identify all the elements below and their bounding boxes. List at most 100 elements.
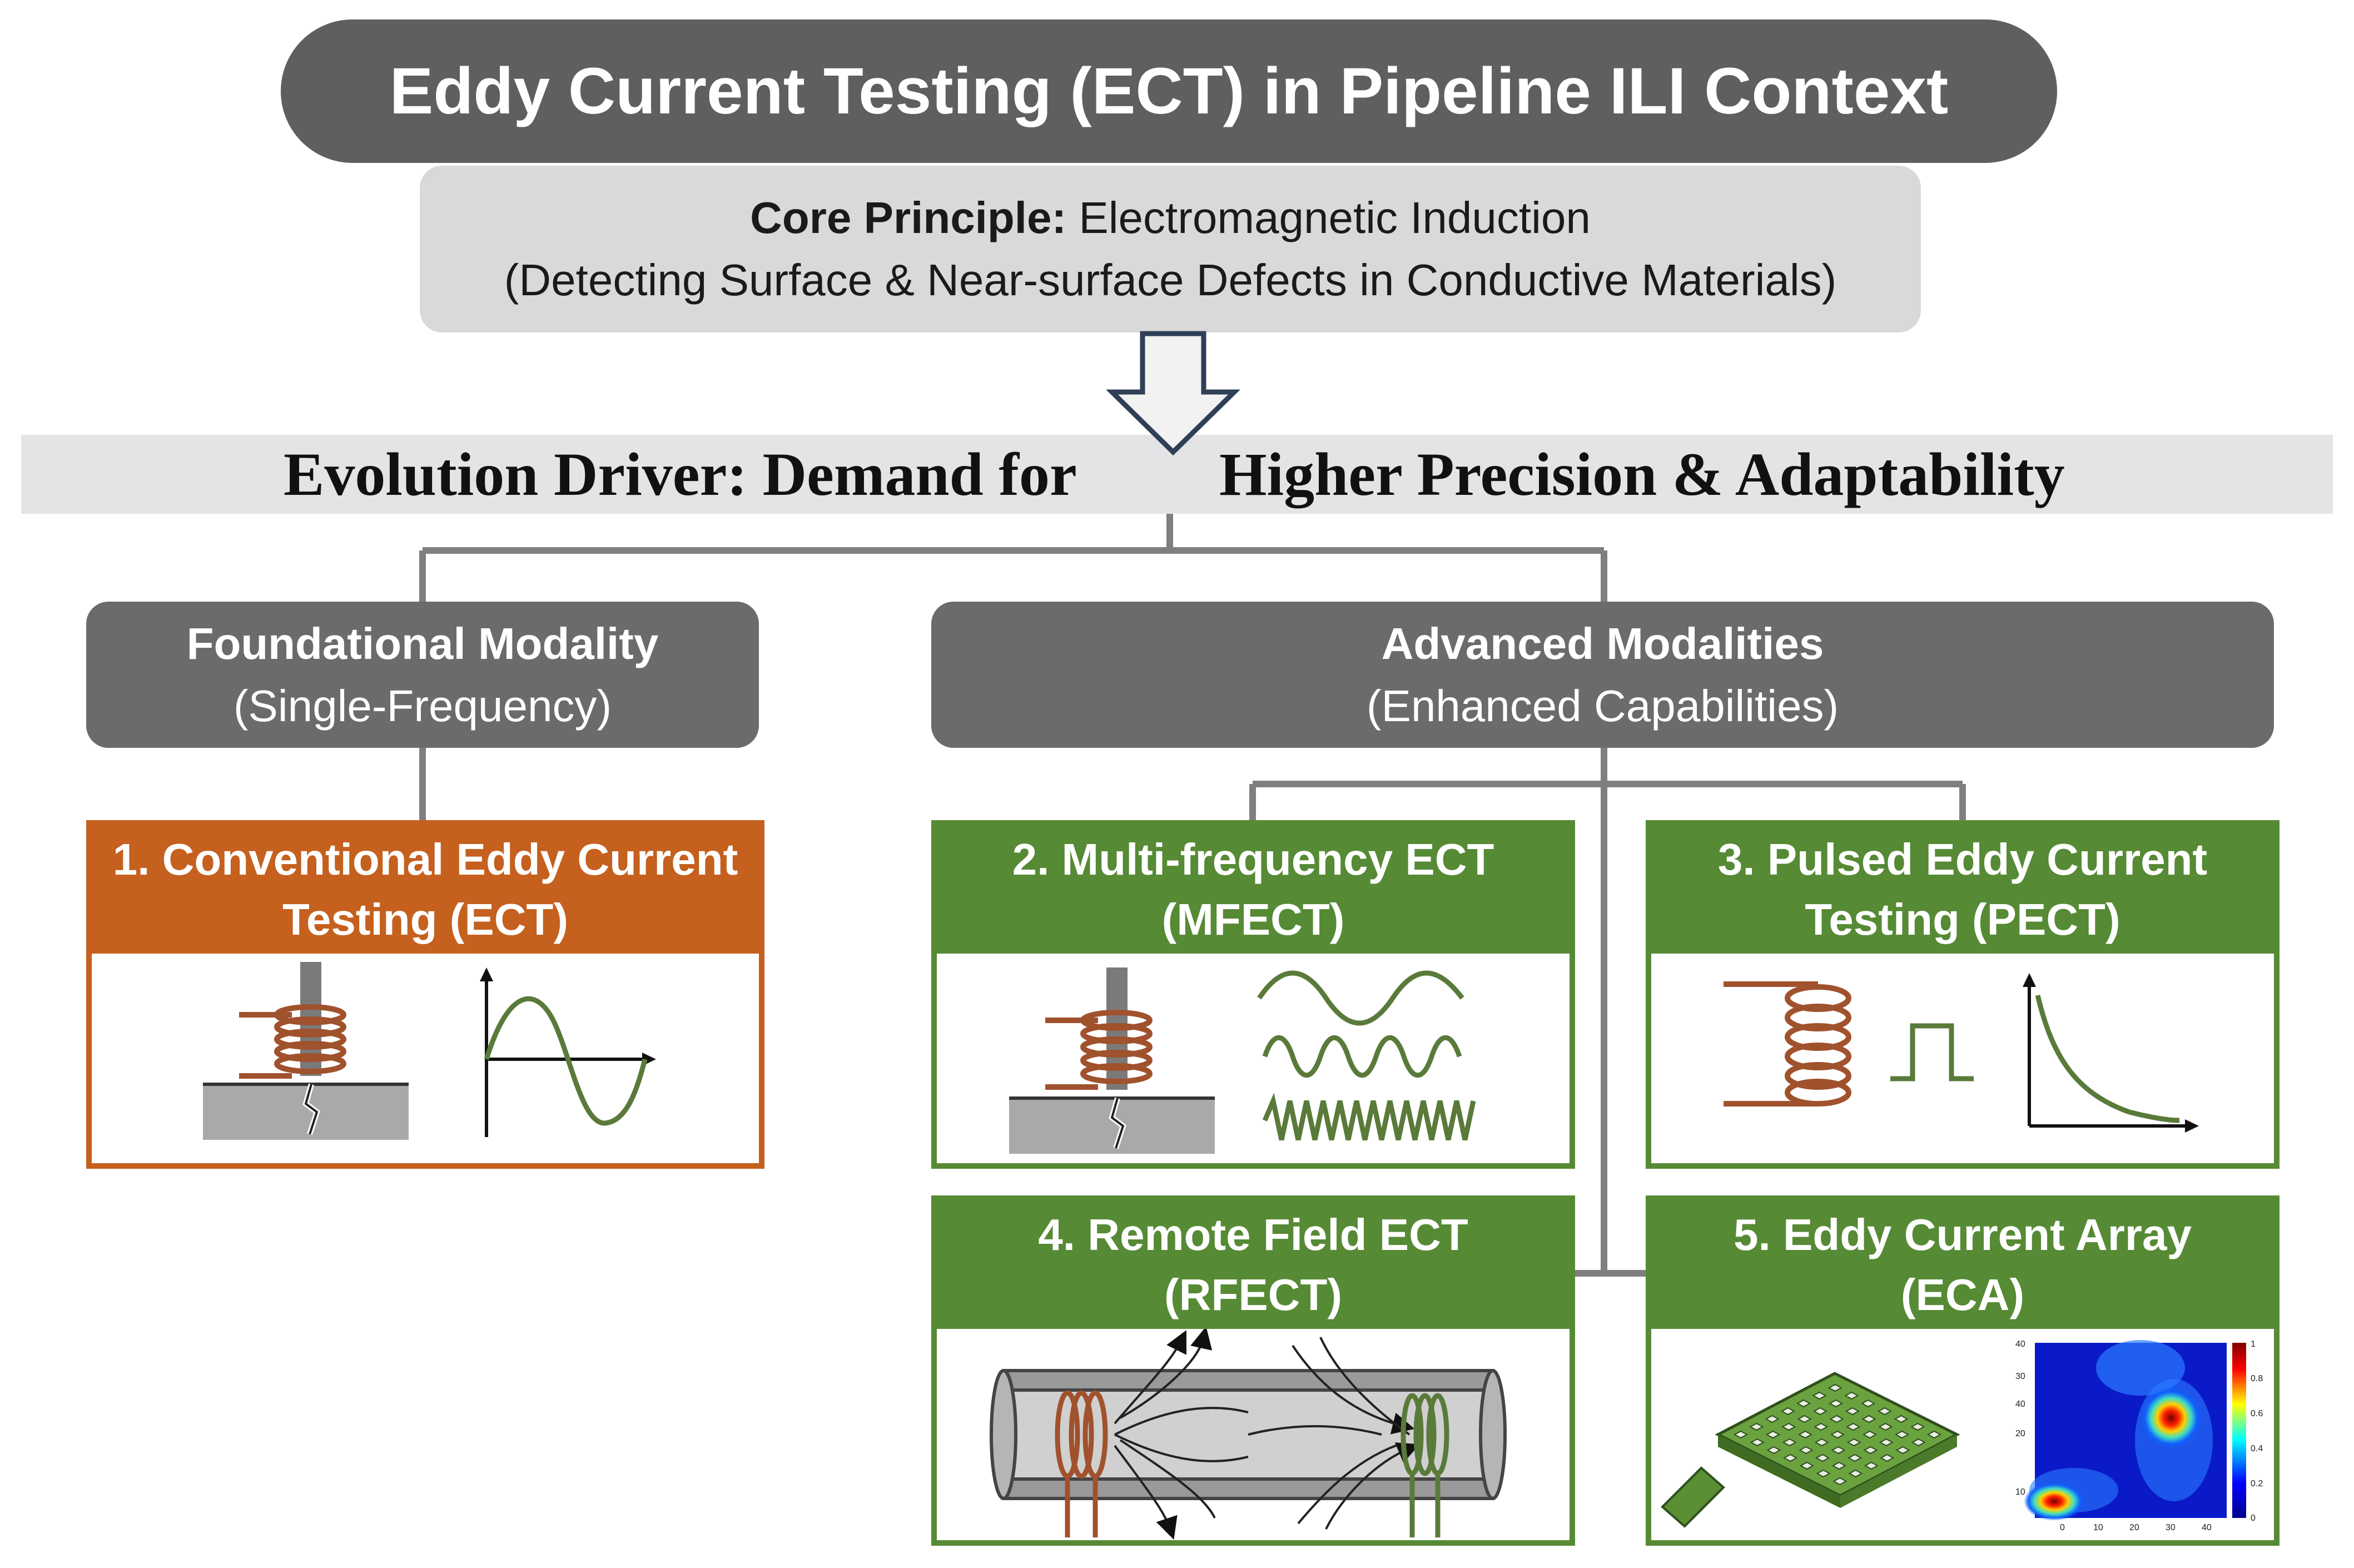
method-title-line1: 5. Eddy Current Array — [1734, 1210, 2192, 1259]
x-tick: 10 — [2093, 1523, 2103, 1532]
field-lines-icon — [1114, 1329, 1420, 1540]
array-sensor-element — [1796, 1399, 1811, 1408]
array-sensor-element — [1782, 1438, 1797, 1447]
array-sensor-element — [1816, 1469, 1831, 1478]
array-sensor-element — [1845, 1407, 1860, 1416]
array-sensor-element — [1799, 1461, 1814, 1470]
x-tick: 40 — [2202, 1523, 2212, 1532]
colorbar-tick: 0.4 — [2251, 1444, 2263, 1453]
array-sensor-element — [1864, 1461, 1879, 1470]
array-sensor-element — [1844, 1391, 1859, 1400]
heatmap-hotspot — [2024, 1482, 2085, 1521]
array-sensor-element — [1831, 1446, 1846, 1455]
array-sensor-element — [1880, 1453, 1895, 1462]
method-title-line1: 1. Conventional Eddy Current — [112, 835, 738, 884]
array-sensor-element — [1895, 1446, 1910, 1455]
array-sensor-element — [1848, 1469, 1863, 1478]
colorbar — [2232, 1343, 2246, 1518]
category-subtitle: (Single-Frequency) — [233, 681, 612, 731]
array-sensor-element — [1781, 1422, 1796, 1431]
method-card-eca: 5. Eddy Current Array (ECA) — [1646, 1195, 2279, 1546]
core-principle-value: Electromagnetic Induction — [1079, 193, 1591, 242]
array-sensor-element — [1749, 1422, 1764, 1431]
method-header: 3. Pulsed Eddy Current Testing (PECT) — [1651, 826, 2274, 954]
array-sensor-element — [1848, 1453, 1863, 1462]
category-title: Advanced Modalities — [1381, 618, 1824, 668]
core-principle-box: Core Principle: Electromagnetic Inductio… — [420, 166, 1921, 333]
array-sensor-element — [1894, 1415, 1909, 1423]
probe-and-sine-illustration — [203, 962, 656, 1140]
multi-sine-waves-icon — [1257, 970, 1476, 1140]
foundational-modality-box: Foundational Modality (Single-Frequency) — [86, 602, 759, 748]
array-sensor-element — [1831, 1461, 1846, 1470]
array-sensor-element — [1846, 1422, 1861, 1431]
array-sensor-element — [1812, 1407, 1827, 1416]
array-sensor-element — [1926, 1430, 1942, 1439]
method-header: 1. Conventional Eddy Current Testing (EC… — [92, 826, 759, 954]
array-sensor-element — [1829, 1399, 1844, 1408]
pulsed-illustration — [1724, 973, 2199, 1133]
method-card-pect: 3. Pulsed Eddy Current Testing (PECT) — [1646, 820, 2279, 1169]
array-sensor-element — [1815, 1453, 1830, 1462]
test-plate — [203, 1084, 409, 1140]
array-sensor-element — [1861, 1399, 1876, 1408]
method-header: 4. Remote Field ECT (RFECT) — [937, 1201, 1570, 1329]
core-principle-detail: (Detecting Surface & Near-surface Defect… — [504, 255, 1837, 305]
method-card-conventional-ect: 1. Conventional Eddy Current Testing (EC… — [86, 820, 764, 1169]
array-sensor-element — [1879, 1438, 1894, 1447]
array-sensor-element — [1846, 1438, 1861, 1447]
array-sensor-element — [1814, 1438, 1829, 1447]
array-sensor-element — [1877, 1407, 1892, 1416]
test-plate — [1009, 1098, 1215, 1154]
array-sensor-element — [1832, 1477, 1848, 1486]
method-header: 2. Multi-frequency ECT (MFECT) — [937, 826, 1570, 954]
array-sensor-element — [1830, 1430, 1845, 1439]
heatmap-hotspot — [2141, 1387, 2202, 1448]
down-arrow-icon — [1106, 331, 1240, 456]
receiver-coil-icon — [1401, 1393, 1449, 1537]
method-header: 5. Eddy Current Array (ECA) — [1651, 1201, 2274, 1329]
coil-icon — [1045, 1010, 1153, 1090]
y-tick: 30 — [2015, 1372, 2025, 1381]
array-sensor-element — [1797, 1415, 1812, 1423]
multi-frequency-illustration — [1009, 967, 1476, 1154]
array-sensor-element — [1911, 1438, 1926, 1447]
method-title-line2: (RFECT) — [1164, 1270, 1342, 1319]
flex-array-icon — [1661, 1372, 1960, 1528]
sensor-array-illustration: 40 30 40 20 10 0 10 20 30 40 1 0.8 0.6 0… — [1661, 1339, 2263, 1532]
array-sensor-element — [1862, 1430, 1878, 1439]
y-tick: 20 — [2015, 1429, 2025, 1438]
method-card-rfect: 4. Remote Field ECT (RFECT) — [931, 1195, 1575, 1546]
array-sensor-element — [1766, 1446, 1781, 1455]
colorbar-tick: 0.8 — [2251, 1374, 2263, 1383]
array-sensor-element — [1765, 1430, 1781, 1439]
array-sensor-element — [1878, 1422, 1893, 1431]
colorbar-tick: 0.2 — [2251, 1479, 2263, 1488]
array-sensor-element — [1812, 1391, 1827, 1400]
core-principle-line: Core Principle: Electromagnetic Inductio… — [420, 187, 1921, 249]
array-sensor-element — [1780, 1407, 1795, 1416]
heatmap-chart: 40 30 40 20 10 0 10 20 30 40 1 0.8 0.6 0… — [2015, 1339, 2263, 1532]
diagram-title: Eddy Current Testing (ECT) in Pipeline I… — [281, 19, 2057, 163]
core-principle-label: Core Principle: — [750, 193, 1067, 242]
array-sensor-element — [1863, 1446, 1878, 1455]
exciter-coil-icon — [1055, 1390, 1108, 1537]
pulse-icon — [1890, 1023, 1974, 1081]
y-tick: 10 — [2015, 1487, 2025, 1497]
driver-left-text: Evolution Driver: Demand for — [284, 440, 1077, 508]
sine-wave-icon — [480, 967, 656, 1137]
category-title: Foundational Modality — [186, 618, 659, 668]
array-sensor-element — [1827, 1383, 1843, 1392]
y-tick: 40 — [2015, 1400, 2025, 1409]
category-subtitle: (Enhanced Capabilities) — [1366, 681, 1839, 731]
array-sensor-element — [1814, 1422, 1829, 1431]
method-title-line1: 4. Remote Field ECT — [1038, 1210, 1468, 1259]
array-sensor-element — [1894, 1430, 1910, 1439]
array-sensor-element — [1765, 1415, 1780, 1423]
coil-icon — [239, 1004, 346, 1079]
method-card-mfect: 2. Multi-frequency ECT (MFECT) — [931, 820, 1575, 1169]
method-title-line2: (ECA) — [1900, 1270, 2025, 1319]
x-tick: 20 — [2129, 1523, 2139, 1532]
method-title-line2: Testing (ECT) — [282, 895, 569, 944]
